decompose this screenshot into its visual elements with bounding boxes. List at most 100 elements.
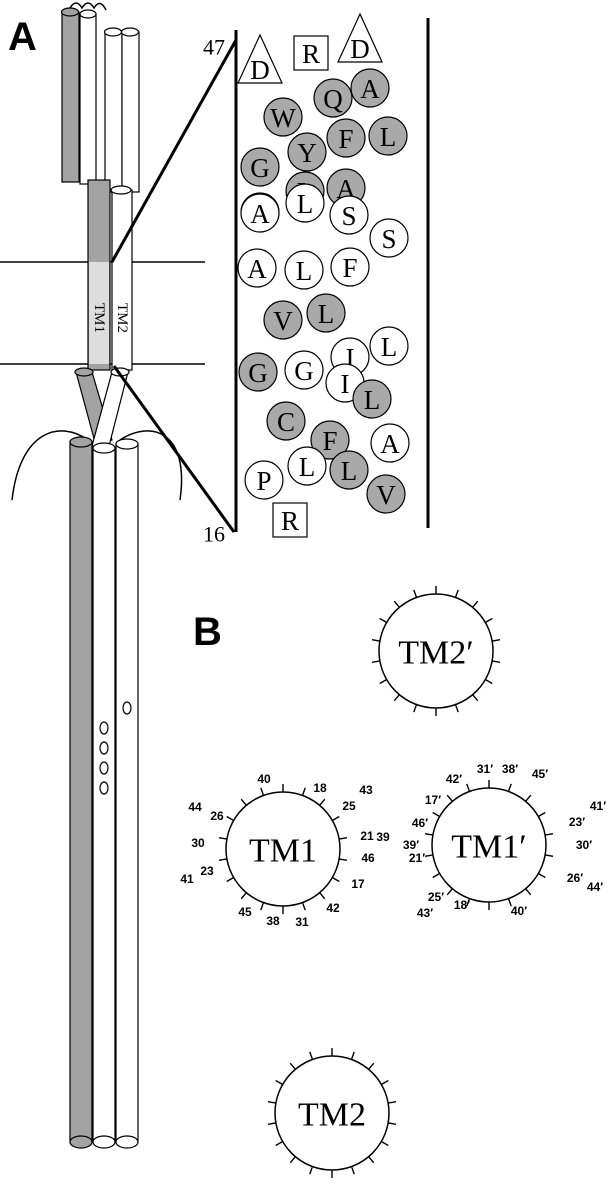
residue-letter: L xyxy=(296,256,313,286)
residue-letter: W xyxy=(270,103,296,133)
residue-circle xyxy=(266,401,306,441)
tm1-helix-face xyxy=(89,262,109,364)
helix-rod-upper-back-white xyxy=(79,13,97,185)
residue-circle xyxy=(370,423,410,463)
residue-letter: S xyxy=(381,224,396,254)
wheel-tick xyxy=(309,1166,314,1175)
residue: G xyxy=(284,350,324,390)
wheel-title: TM1′ xyxy=(451,829,526,866)
wheel-tick xyxy=(545,833,554,836)
residue-circle xyxy=(263,97,303,137)
residue-circle xyxy=(329,195,369,235)
residue-letter: F xyxy=(322,426,337,456)
wheel-tick xyxy=(413,589,418,598)
wheel-tick xyxy=(454,589,459,598)
wheel-tick xyxy=(218,858,227,861)
helix-rod-cap xyxy=(120,27,140,37)
residue: W xyxy=(263,97,303,137)
residue: L xyxy=(285,183,325,223)
wheel-tick xyxy=(275,1140,283,1147)
residue-letter: R xyxy=(281,506,299,536)
residue-letter: F xyxy=(342,253,357,283)
helix-rod-cap xyxy=(74,367,94,377)
residue: R xyxy=(272,502,308,538)
zoom-line-top xyxy=(110,39,238,263)
wheel-tick xyxy=(492,639,501,642)
residue-circle xyxy=(237,248,277,288)
residue-letter: V xyxy=(376,480,396,510)
residue: A xyxy=(370,423,410,463)
residue-circle xyxy=(285,183,325,223)
wheel-tick xyxy=(260,787,265,796)
residue-circle xyxy=(350,68,390,108)
residue: L xyxy=(284,250,324,290)
wheel-tick xyxy=(432,811,440,818)
wheel-tick xyxy=(319,798,326,806)
residue-position-label: 43 xyxy=(359,783,373,797)
residue-position-label: 38′ xyxy=(502,762,518,776)
residue-position-label: 18 xyxy=(313,781,327,795)
wheel-tick xyxy=(339,858,348,861)
wheel-tick xyxy=(413,704,418,713)
residue-letter: L xyxy=(341,456,358,486)
residue-circle xyxy=(369,326,409,366)
residue-circle xyxy=(330,247,370,287)
wheel-tick xyxy=(260,902,265,911)
wheel-tick xyxy=(226,876,234,883)
wheel-tick xyxy=(485,617,493,624)
residue-letter: P xyxy=(256,466,271,496)
residue: P xyxy=(244,460,284,500)
residue-letter: R xyxy=(302,39,320,69)
panel-label-b: B xyxy=(193,610,222,654)
residue-letter: I xyxy=(346,343,355,373)
helix-rod-upper-right-2 xyxy=(121,31,140,193)
wheel-tick xyxy=(424,833,433,836)
wheel-tick xyxy=(301,902,306,911)
residue: F xyxy=(326,118,366,158)
wheel-tick xyxy=(466,898,471,907)
residue: G xyxy=(240,147,280,187)
residue: A xyxy=(237,248,277,288)
helix-rod-cap xyxy=(69,436,93,448)
residue-position-label: 25 xyxy=(342,799,356,813)
residue-circle xyxy=(369,218,409,258)
wheel-tick xyxy=(339,837,348,840)
residue-position-label: 44 xyxy=(188,800,202,814)
residue-circle xyxy=(287,132,327,172)
residue-letter: Q xyxy=(323,84,343,114)
helix-rod-upper-right-1 xyxy=(104,31,123,193)
residue-circle xyxy=(240,193,280,233)
residue-circle xyxy=(326,118,366,158)
wheel-tick xyxy=(424,854,433,857)
residue-letter: L xyxy=(364,385,381,415)
wheel-tick xyxy=(371,660,380,663)
residue-position-label: 21′ xyxy=(409,851,425,865)
residue: G xyxy=(238,352,278,392)
wheel-tick xyxy=(454,704,459,713)
wheel-title: TM1 xyxy=(249,833,317,870)
helix-rod-lower-white xyxy=(92,447,116,1143)
residue-position-label: 18′ xyxy=(454,898,470,912)
helix-rod-end xyxy=(69,1135,93,1149)
residue-position-label: 41 xyxy=(180,872,194,886)
tm2-label: TM2 xyxy=(114,303,130,333)
residue-letter: F xyxy=(338,124,353,154)
helix-rod-lower-gray xyxy=(69,441,93,1143)
helix-rod-cap xyxy=(115,438,139,450)
residue-circle xyxy=(238,352,278,392)
wheel-tick xyxy=(267,1101,276,1104)
residue-position-label: 45 xyxy=(238,905,252,919)
residue: L xyxy=(352,379,392,419)
residue-position-label: 39 xyxy=(376,830,390,844)
residue-circle xyxy=(310,420,350,460)
residue-letter: S xyxy=(341,201,356,231)
helix-rod-cap xyxy=(60,7,80,17)
residue-position-label: 21 xyxy=(360,829,374,843)
helix-rod-cap xyxy=(79,9,97,19)
wheel-tick xyxy=(393,694,400,702)
wheel-tick xyxy=(381,1140,389,1147)
marker-oval xyxy=(99,781,109,795)
residue: C xyxy=(266,401,306,441)
wheel-tick xyxy=(240,892,247,900)
